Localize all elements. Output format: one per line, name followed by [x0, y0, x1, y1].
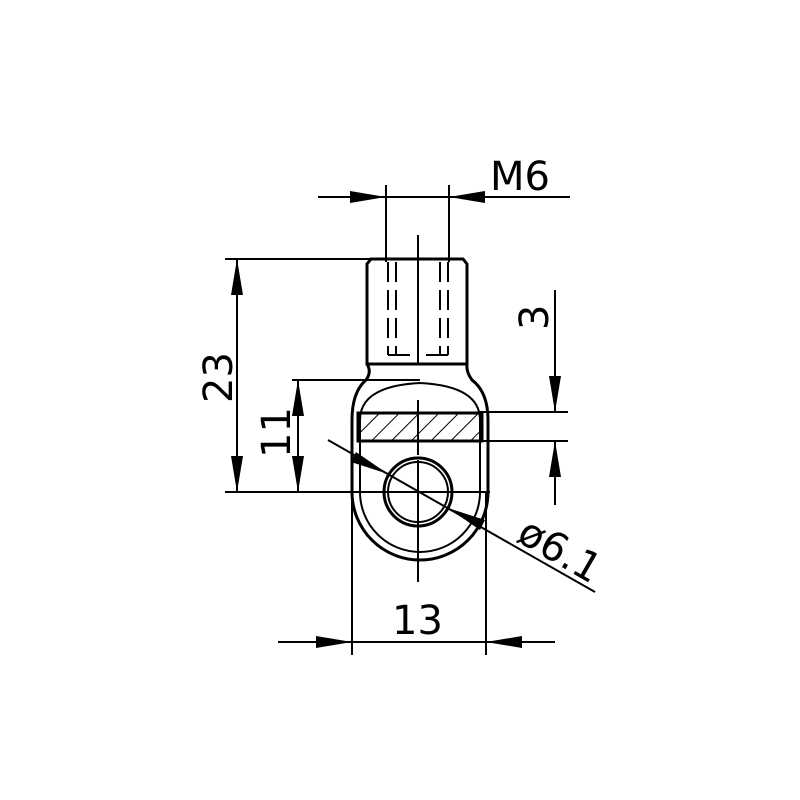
label-13: 13: [392, 598, 443, 644]
dim-total-height: [225, 258, 490, 493]
label-23: 23: [196, 352, 242, 403]
dim-thread: [318, 185, 570, 262]
dim-hole-diameter: [327, 439, 596, 593]
hatched-section: [356, 411, 484, 443]
label-11: 11: [254, 407, 300, 458]
dim-band: [480, 290, 568, 505]
dim-eye-width: [278, 492, 555, 655]
centerline: [380, 235, 455, 582]
dim-eye-height: [292, 379, 420, 492]
eye-body: [350, 363, 490, 562]
label-3: 3: [512, 305, 558, 330]
label-m6: M6: [490, 154, 550, 200]
label-diameter: ø6.1: [510, 509, 609, 593]
